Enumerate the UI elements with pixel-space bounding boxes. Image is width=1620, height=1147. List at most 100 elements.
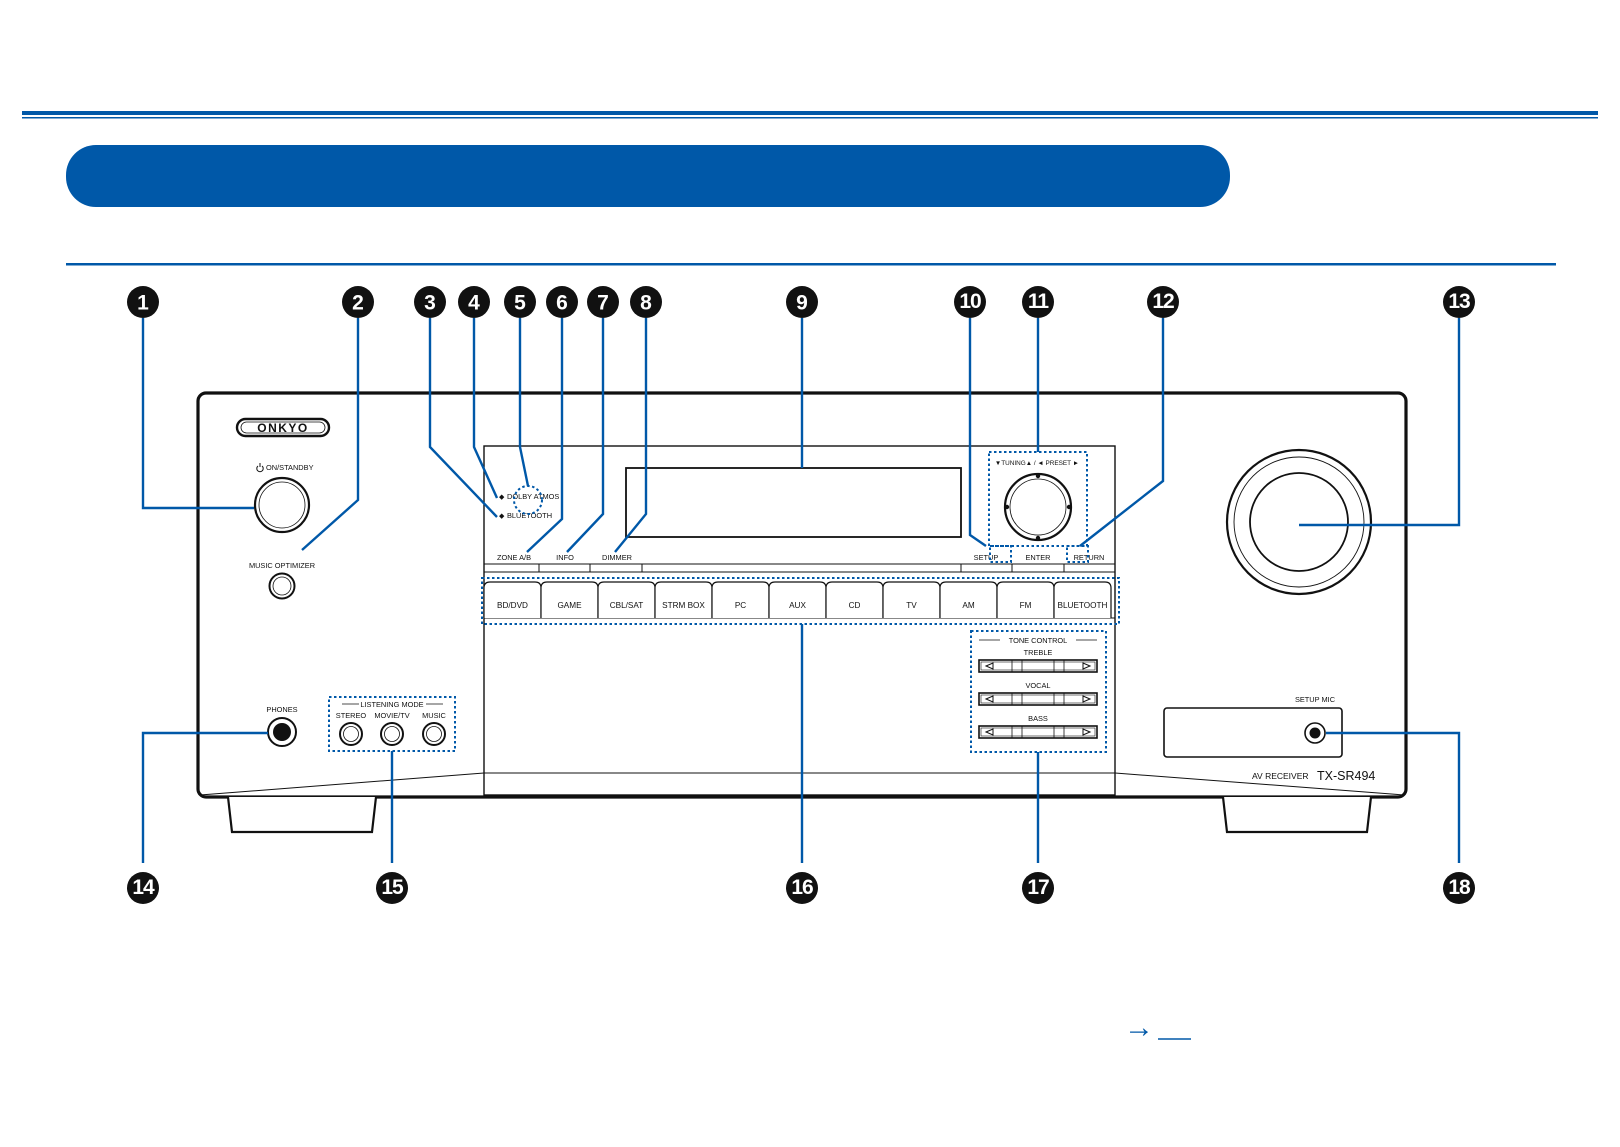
bluetooth-indicator-icon: ◆ <box>499 513 505 520</box>
input-button-cbl-sat[interactable]: CBL/SAT <box>597 581 656 618</box>
input-button-fm[interactable]: FM <box>996 581 1055 618</box>
onkyo-logo: ONKYO <box>235 417 331 438</box>
front-display <box>625 467 962 538</box>
input-button-cd[interactable]: CD <box>825 581 884 618</box>
left-chamfer-line <box>199 772 485 796</box>
input-button-bd-dvd[interactable]: BD/DVD <box>483 581 542 618</box>
callout-2: 2 <box>342 286 374 318</box>
bass-up-icon <box>1082 728 1092 736</box>
info-label: INFO <box>556 553 574 562</box>
zone-ab-label: ZONE A/B <box>497 553 531 562</box>
vocal-label: VOCAL <box>1025 681 1050 690</box>
cursor-dial[interactable] <box>1003 472 1073 542</box>
input-button-strm-box[interactable]: STRM BOX <box>654 581 713 618</box>
vocal-up-icon <box>1082 695 1092 703</box>
callout-8: 8 <box>630 286 662 318</box>
tone-control-label: TONE CONTROL <box>1009 636 1068 645</box>
input-selector-row: BD/DVD GAME CBL/SAT STRM BOX PC AUX CD TV AM FM BL… <box>483 581 1112 618</box>
bluetooth-indicator-label: BLUETOOTH <box>507 511 552 520</box>
stereo-label: STEREO <box>336 711 367 720</box>
svg-text:ONKYO: ONKYO <box>257 421 309 435</box>
callout-12: 12 <box>1147 286 1179 318</box>
setup-mic-label: SETUP MIC <box>1295 695 1336 704</box>
input-button-am[interactable]: AM <box>939 581 998 618</box>
callout-10: 10 <box>954 286 986 318</box>
setup-label: SETUP <box>974 553 999 562</box>
page-reference-arrow-icon: → <box>1124 1011 1154 1044</box>
input-button-label: CD <box>849 601 861 610</box>
dolby-atmos-label: DOLBY ATMOS <box>507 492 559 501</box>
callout-number: 16 <box>791 876 813 899</box>
callout-3: 3 <box>414 286 446 318</box>
callout-9: 9 <box>786 286 818 318</box>
input-button-label: FM <box>1020 601 1032 610</box>
callout-11: 11 <box>1022 286 1054 318</box>
right-foot <box>1221 796 1373 834</box>
callout-13: 13 <box>1443 286 1475 318</box>
tone-control-sliders <box>978 659 1098 739</box>
header-rule-thick <box>22 111 1598 115</box>
tuning-preset-label: ▼TUNING▲ / ◄ PRESET ► <box>995 460 1079 467</box>
right-chamfer-line <box>1114 772 1405 796</box>
treble-control[interactable] <box>978 659 1098 673</box>
callout-number: 5 <box>514 292 526 315</box>
callout-18: 18 <box>1443 872 1475 904</box>
callout-6: 6 <box>546 286 578 318</box>
input-button-label: TV <box>906 601 917 610</box>
callout-4: 4 <box>458 286 490 318</box>
tuning-preset-highlight <box>988 451 1088 547</box>
model-caption: AV RECEIVER <box>1252 771 1309 781</box>
movie-tv-label: MOVIE/TV <box>374 711 409 720</box>
on-standby-button[interactable] <box>253 476 311 534</box>
input-button-label: CBL/SAT <box>610 601 644 610</box>
callout-17: 17 <box>1022 872 1054 904</box>
listening-mode-label: LISTENING MODE <box>360 700 423 709</box>
input-button-aux[interactable]: AUX <box>768 581 827 618</box>
input-button-bluetooth[interactable]: BLUETOOTH <box>1053 581 1112 618</box>
setup-highlight <box>989 545 1012 563</box>
model-name: TX-SR494 <box>1317 769 1375 783</box>
callout-7: 7 <box>587 286 619 318</box>
input-button-game[interactable]: GAME <box>540 581 599 618</box>
enter-label: ENTER <box>1025 553 1050 562</box>
callout-number: 17 <box>1027 876 1049 899</box>
input-button-label: AM <box>962 601 974 610</box>
callout-number: 8 <box>640 292 652 315</box>
tone-control-highlight <box>970 630 1107 753</box>
vocal-control[interactable] <box>978 692 1098 706</box>
callout-number: 7 <box>597 292 609 315</box>
input-button-tv[interactable]: TV <box>882 581 941 618</box>
master-volume-knob[interactable] <box>1249 472 1349 572</box>
callout-1: 1 <box>127 286 159 318</box>
callout-15: 15 <box>376 872 408 904</box>
return-highlight <box>1066 545 1089 563</box>
input-button-label: BLUETOOTH <box>1058 601 1108 610</box>
callout-5: 5 <box>504 286 536 318</box>
callout-number: 10 <box>959 290 981 313</box>
section-title-bar <box>66 145 1230 207</box>
input-button-label: PC <box>735 601 746 610</box>
callout-number: 13 <box>1448 290 1470 313</box>
callout-number: 1 <box>137 292 149 315</box>
callout-number: 14 <box>132 876 155 899</box>
callout-number: 6 <box>556 292 568 315</box>
callout-lines <box>141 318 1461 863</box>
bass-down-icon <box>984 728 994 736</box>
input-button-label: STRM BOX <box>662 601 705 610</box>
bass-label: BASS <box>1028 714 1048 723</box>
callout-14: 14 <box>127 872 159 904</box>
input-button-pc[interactable]: PC <box>711 581 770 618</box>
section-rule <box>66 263 1556 266</box>
vocal-down-icon <box>984 695 994 703</box>
callout-number: 15 <box>381 876 404 899</box>
left-foot <box>226 796 378 834</box>
input-button-label: BD/DVD <box>497 601 528 610</box>
on-standby-label: ON/STANDBY <box>266 463 314 472</box>
music-label: MUSIC <box>422 711 446 720</box>
callout-16: 16 <box>786 872 818 904</box>
header-rule-thin <box>22 117 1598 119</box>
bass-control[interactable] <box>978 725 1098 739</box>
music-optimizer-label: MUSIC OPTIMIZER <box>249 561 315 570</box>
